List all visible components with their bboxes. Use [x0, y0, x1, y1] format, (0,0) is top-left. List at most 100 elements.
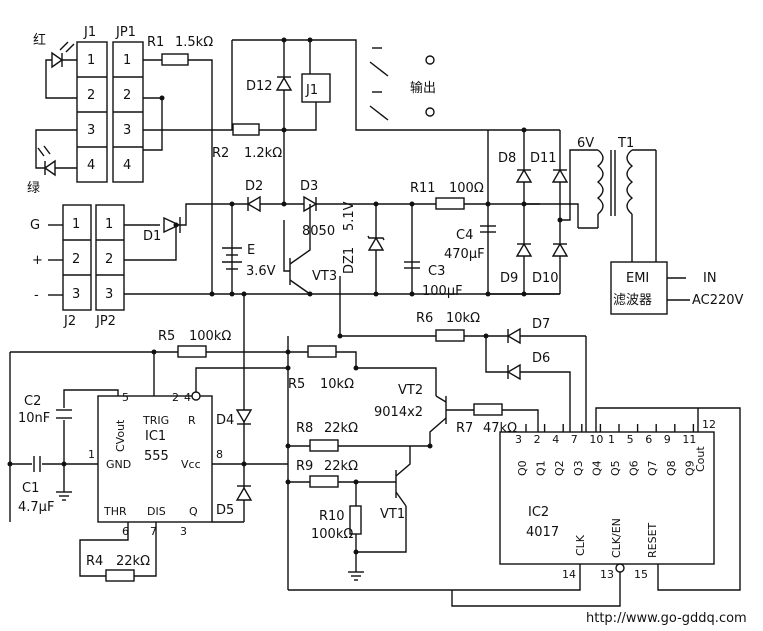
ic1-pin8: 8	[216, 448, 223, 461]
ic2-clken: CLK/EN	[610, 518, 623, 558]
r6-value: 10kΩ	[446, 311, 480, 326]
j2-pin-2: 2	[72, 252, 80, 267]
ic1-pin4: 4	[184, 391, 191, 404]
battery-e-icon	[222, 247, 242, 270]
jp1-pin-4: 4	[123, 158, 131, 173]
resistor-r4	[105, 569, 135, 582]
r5-value: 100kΩ	[189, 329, 231, 344]
ic1-label: IC1	[145, 429, 166, 444]
r5-label: R5	[158, 329, 175, 344]
diode-d12	[275, 76, 293, 91]
c4-label: C4	[456, 228, 473, 243]
r8-label: R8	[296, 421, 313, 436]
ic2-pin-10: 10	[589, 433, 603, 446]
r5b-value: 10kΩ	[320, 377, 354, 392]
ic2-output-q3: Q3	[572, 460, 585, 476]
r7-label: R7	[456, 421, 473, 436]
j1-pin-3: 3	[87, 123, 95, 138]
diode-d6	[506, 363, 521, 381]
resistor-r7	[473, 403, 503, 416]
vt1-label: VT1	[380, 507, 405, 522]
green-led-label: 绿	[27, 181, 40, 196]
ic1-pin1: 1	[88, 448, 95, 461]
c3-label: C3	[428, 264, 445, 279]
ic1-dis: DIS	[147, 505, 166, 518]
ic2-pin13: 13	[600, 568, 614, 581]
jp2-pin-3: 3	[105, 287, 113, 302]
t1-label: T1	[617, 136, 634, 151]
zener-dz1	[367, 235, 385, 251]
r9-label: R9	[296, 459, 313, 474]
d8-label: D8	[498, 151, 516, 166]
ic1-555	[97, 395, 213, 523]
dz1-label: DZ1	[342, 247, 357, 274]
connector-j1	[76, 41, 108, 183]
ic2-output-q7: Q7	[646, 460, 659, 476]
diode-d5	[235, 485, 253, 501]
ic2-pin-7: 7	[571, 433, 578, 446]
j1-pin-2: 2	[87, 88, 95, 103]
ac-label: AC220V	[692, 293, 744, 308]
ic1-pin2: 2	[172, 391, 179, 404]
d11-label: D11	[530, 151, 557, 166]
r4-value: 22kΩ	[116, 554, 150, 569]
relay-contacts-icon	[369, 47, 435, 121]
diode-d4	[235, 409, 253, 425]
in-label: IN	[703, 271, 717, 286]
connector-j2	[62, 204, 92, 311]
jp1-pin-3: 3	[123, 123, 131, 138]
dz1-value: 5.1V	[342, 201, 357, 231]
d7-label: D7	[532, 317, 550, 332]
ic2-pin-5: 5	[627, 433, 634, 446]
r11-value: 100Ω	[449, 181, 484, 196]
ic1-r: R	[188, 414, 196, 427]
ic2-pin-6: 6	[645, 433, 652, 446]
ic2-pin-3: 3	[515, 433, 522, 446]
jp2-pin-2: 2	[105, 252, 113, 267]
relay-j1	[301, 73, 331, 103]
c3-value: 100μF	[422, 284, 463, 299]
ic2-pin15: 15	[634, 568, 648, 581]
v6-label: 6V	[577, 136, 594, 151]
ic2-output-q6: Q6	[628, 460, 641, 476]
ic2-cout: Cout	[694, 446, 707, 472]
j2-pin-3: 3	[72, 287, 80, 302]
ic2-type: 4017	[526, 525, 559, 540]
d12-label: D12	[246, 79, 273, 94]
diode-d9	[515, 242, 533, 257]
ic1-pin5: 5	[122, 391, 129, 404]
emi-label: EMI	[626, 271, 649, 286]
r5b-label: R5	[288, 377, 305, 392]
r11-label: R11	[410, 181, 436, 196]
watermark-url: http://www.go-gddq.com	[586, 611, 747, 626]
ic2-output-q5: Q5	[609, 460, 622, 476]
r2-value: 1.2kΩ	[244, 146, 282, 161]
j1-label: J1	[83, 25, 96, 40]
ic2-pin-9: 9	[664, 433, 671, 446]
r1-label: R1	[147, 35, 164, 50]
transformer-t1	[578, 149, 657, 262]
relay-label: J1	[305, 83, 318, 98]
ic1-gnd: GND	[106, 458, 131, 471]
jp2-label: JP2	[95, 314, 116, 329]
c1-label: C1	[22, 481, 39, 496]
diode-d2	[246, 195, 261, 213]
transistor-vt2	[429, 395, 447, 446]
vt2-label: VT2	[398, 383, 423, 398]
resistor-r5-10k	[307, 345, 337, 358]
vt2-type: 9014x2	[374, 405, 423, 420]
resistor-r8	[309, 439, 339, 452]
vt3-type: 8050	[302, 224, 335, 239]
ic2-pin12: 12	[702, 418, 716, 431]
j2-pin-1: 1	[72, 217, 80, 232]
vt3-label: VT3	[312, 269, 337, 284]
ic1-thr: THR	[103, 505, 127, 518]
output-label: 输出	[410, 80, 436, 96]
r8-value: 22kΩ	[324, 421, 358, 436]
d6-label: D6	[532, 351, 550, 366]
ground-icon	[56, 491, 72, 501]
ic2-output-q4: Q4	[590, 460, 603, 476]
ic2-output-q8: Q8	[665, 460, 678, 476]
